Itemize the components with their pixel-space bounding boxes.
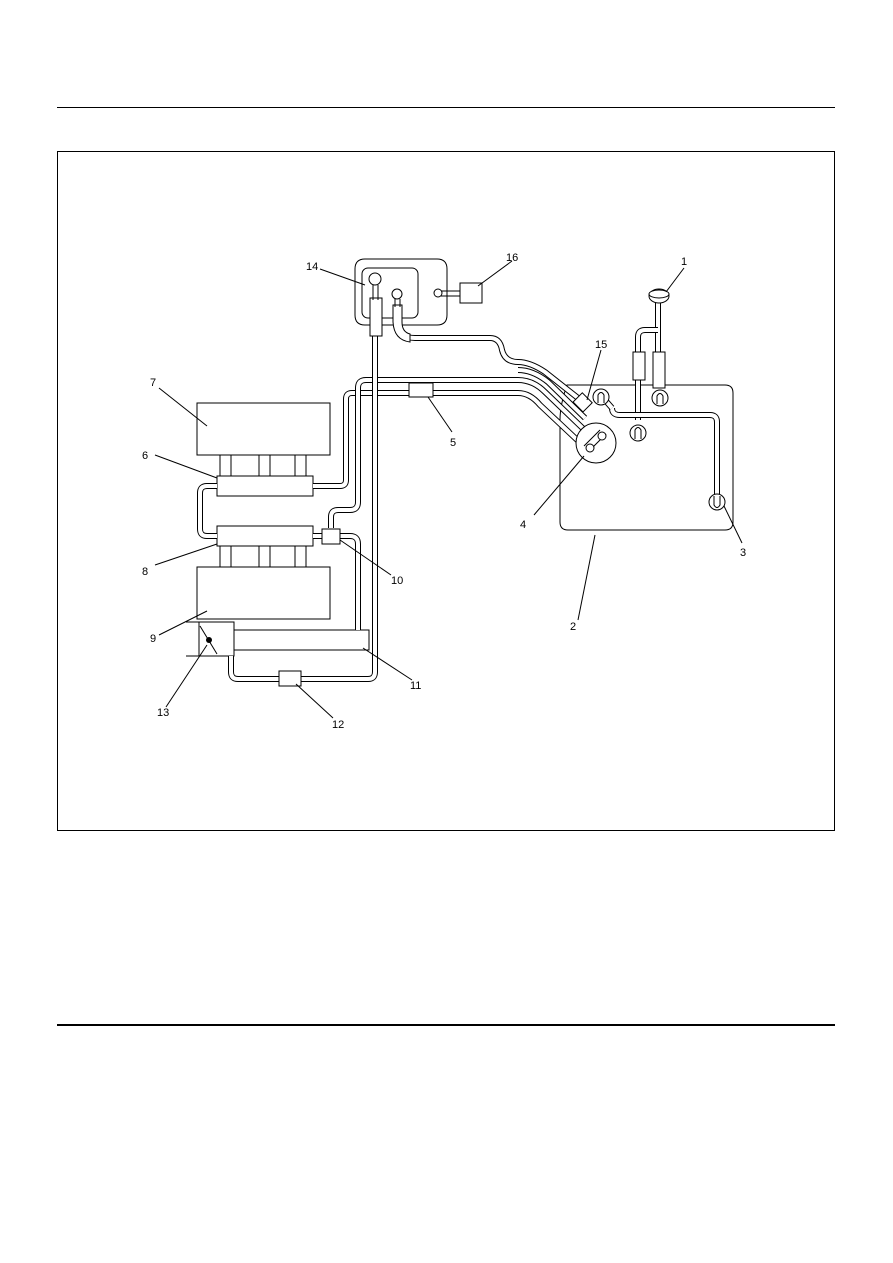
fuel-pump-module-4 (575, 422, 617, 464)
callout-4: 4 (520, 519, 526, 531)
regulator-10 (321, 528, 341, 545)
callout-5: 5 (450, 437, 456, 449)
component-11 (231, 629, 370, 651)
hose-clamp-1a (632, 351, 646, 381)
callout-13: 13 (157, 707, 169, 719)
callout-12: 12 (332, 719, 344, 731)
valve-16 (459, 282, 483, 304)
leader-lines (154, 260, 743, 719)
callout-7: 7 (150, 377, 156, 389)
callout-14: 14 (306, 261, 318, 273)
tank-port-15 (592, 388, 610, 406)
fuel-rail-8 (216, 525, 314, 547)
fuel-lines (197, 303, 720, 682)
component-9 (196, 566, 331, 620)
component-7 (196, 402, 331, 456)
injector-links-lower (219, 546, 307, 567)
filter-5 (408, 382, 434, 398)
callout-3: 3 (740, 547, 746, 559)
rollover-valve-3 (708, 493, 726, 511)
callout-9: 9 (150, 633, 156, 645)
callout-11: 11 (410, 680, 421, 692)
injector-links-upper (219, 455, 307, 476)
callout-10: 10 (391, 575, 403, 587)
callout-1: 1 (681, 256, 687, 268)
component-13-housing (198, 621, 235, 657)
tank-port-a (629, 424, 647, 442)
fuel-tank (559, 384, 734, 531)
hose-clamp-1b (652, 351, 666, 389)
hose-clamp-14a (369, 297, 383, 337)
filter-12 (278, 670, 302, 687)
footer-rule (57, 1024, 835, 1026)
callout-labels: 1 2 3 4 5 6 7 8 9 10 11 12 13 14 15 16 (142, 252, 746, 731)
callout-6: 6 (142, 450, 148, 462)
tank-port-1 (651, 389, 669, 407)
callout-15: 15 (595, 339, 607, 351)
node-13-dot (206, 637, 212, 643)
callout-8: 8 (142, 566, 148, 578)
fuel-rail-6 (216, 475, 314, 497)
header-rule (57, 107, 835, 108)
callout-2: 2 (570, 621, 576, 633)
canister-port-left (368, 272, 382, 286)
diagram-frame (57, 151, 835, 831)
callout-16: 16 (506, 252, 518, 264)
canister-port-right (391, 288, 403, 300)
